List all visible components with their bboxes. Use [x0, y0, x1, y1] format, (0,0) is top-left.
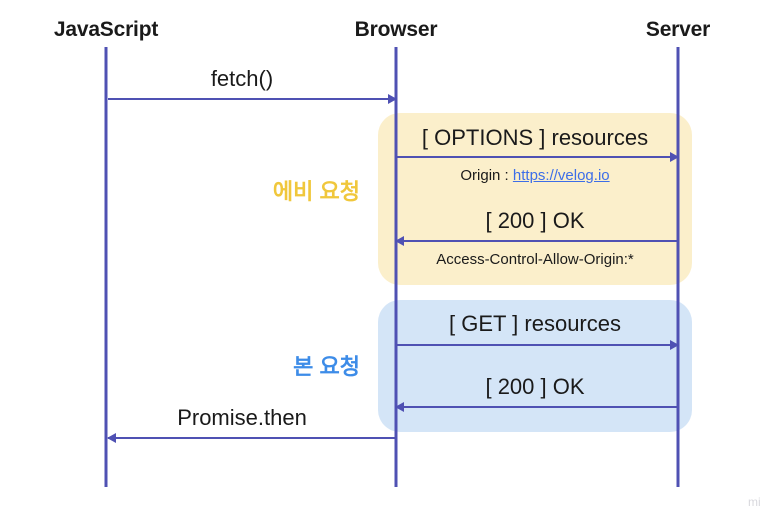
arrowhead-icon — [107, 433, 116, 443]
message-label-allow-origin-header: Access-Control-Allow-Origin:* — [436, 251, 634, 268]
lifeline-server — [676, 47, 680, 487]
message-label-preflight-response: [ 200 ] OK — [485, 208, 585, 233]
arrowhead-icon — [670, 340, 679, 350]
phase-box-main-request — [378, 300, 692, 432]
arrow-preflight-response — [395, 236, 678, 246]
message-label-options-request: [ OPTIONS ] resources — [421, 125, 649, 150]
arrow-get-request — [396, 340, 679, 350]
arrow-get-response — [395, 402, 678, 412]
message-label-get-request: [ GET ] resources — [449, 311, 621, 336]
participant-label-javascript: JavaScript — [53, 18, 159, 41]
message-label-fetch: fetch() — [210, 66, 274, 91]
origin-header-key: Origin : — [460, 167, 513, 184]
phase-box-preflight — [378, 113, 692, 285]
phase-label-preflight: 에비 요청 — [272, 179, 360, 204]
arrow-fetch — [108, 94, 397, 104]
arrowhead-icon — [670, 152, 679, 162]
origin-header-link[interactable]: https://velog.io — [512, 167, 610, 184]
message-label-origin-header: Origin : https://velog.io — [460, 167, 609, 184]
watermark: mi — [748, 495, 761, 509]
arrowhead-icon — [395, 236, 404, 246]
message-label-promise-then: Promise.then — [177, 405, 307, 430]
arrowhead-icon — [388, 94, 397, 104]
lifeline-browser — [394, 47, 398, 487]
arrowhead-icon — [395, 402, 404, 412]
arrow-options-request — [396, 152, 679, 162]
participant-label-browser: Browser — [354, 18, 438, 41]
participant-label-server: Server — [645, 18, 711, 41]
message-label-get-response: [ 200 ] OK — [485, 374, 585, 399]
phase-label-main-request: 본 요청 — [293, 354, 360, 379]
lifeline-javascript — [104, 47, 108, 487]
arrow-promise-then — [107, 433, 396, 443]
